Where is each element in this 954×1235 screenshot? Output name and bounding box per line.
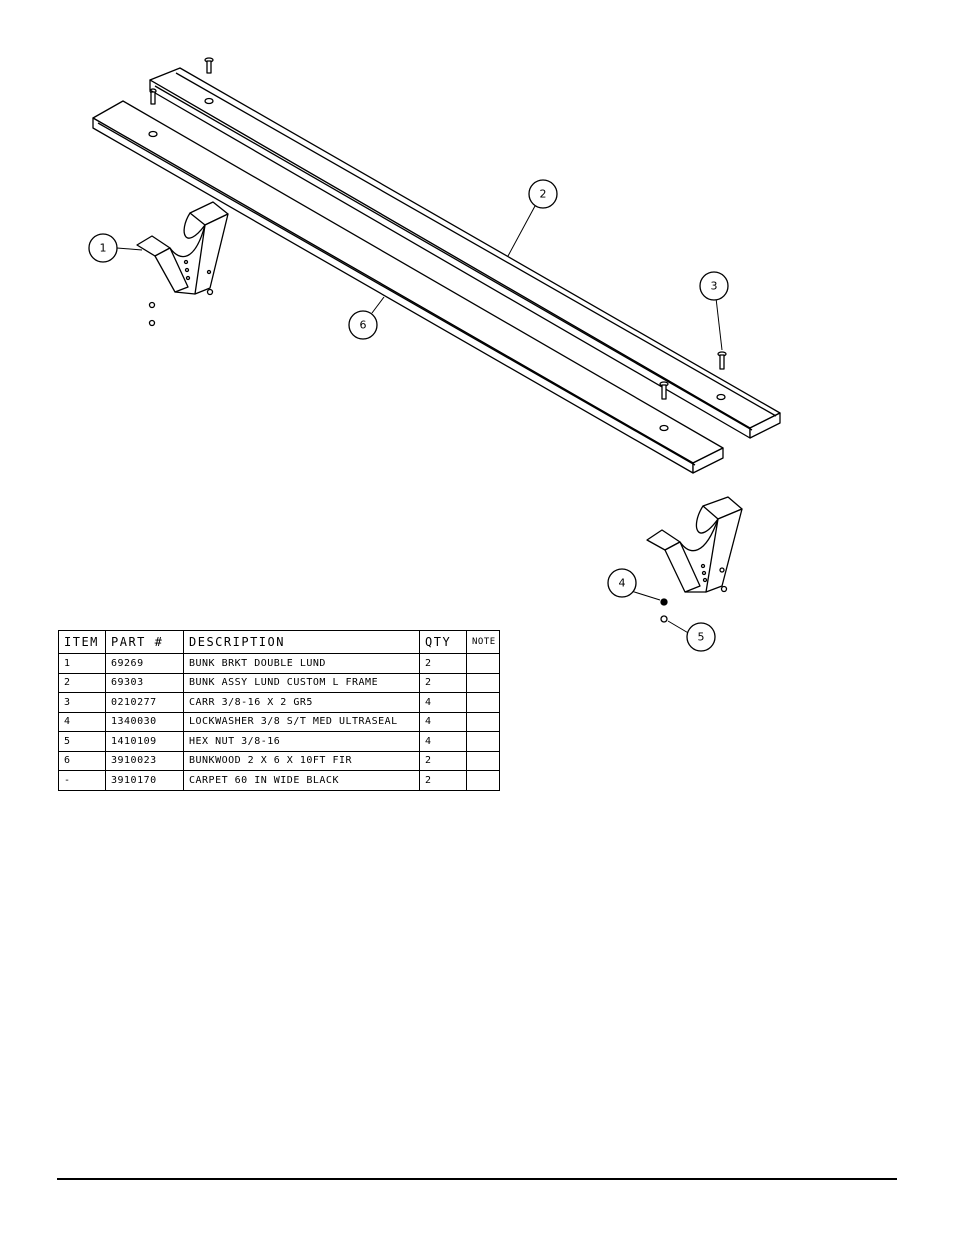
callout-label: 1 xyxy=(100,242,107,255)
cell-part: 69269 xyxy=(105,653,184,674)
lockwasher xyxy=(660,598,668,606)
cell-qty: 2 xyxy=(419,770,467,791)
cell-qty: 4 xyxy=(419,711,467,732)
table-row: - 3910170 CARPET 60 IN WIDE BLACK 2 xyxy=(58,770,500,791)
cell-part: 1410109 xyxy=(105,731,184,752)
carriage-bolt xyxy=(659,381,669,400)
cell-note xyxy=(466,653,500,674)
cell-note xyxy=(466,750,500,771)
table-header-row: ITEM PART # DESCRIPTION QTY NOTE xyxy=(58,630,500,654)
carriage-bolt xyxy=(717,351,727,370)
callout-label: 5 xyxy=(698,631,705,644)
callout-balloon xyxy=(88,233,118,263)
cell-qty: 2 xyxy=(419,750,467,771)
cell-note xyxy=(466,711,500,732)
cell-note xyxy=(466,672,500,693)
carriage-bolt xyxy=(204,57,214,74)
cell-qty: 2 xyxy=(419,653,467,674)
cell-description: LOCKWASHER 3/8 S/T MED ULTRASEAL xyxy=(183,711,420,732)
callout-label: 4 xyxy=(619,577,626,590)
cell-description: HEX NUT 3/8-16 xyxy=(183,731,420,752)
cell-item: 4 xyxy=(58,711,106,732)
cell-description: CARPET 60 IN WIDE BLACK xyxy=(183,770,420,791)
callout-balloon xyxy=(348,310,378,340)
cell-item: 6 xyxy=(58,750,106,771)
hex-nut xyxy=(660,615,668,623)
bunk-bracket-right xyxy=(646,496,743,593)
cell-description: BUNKWOOD 2 X 6 X 10FT FIR xyxy=(183,750,420,771)
column-header-qty: QTY xyxy=(419,630,467,654)
cell-item: - xyxy=(58,770,106,791)
cell-note xyxy=(466,692,500,713)
callout-balloon xyxy=(528,179,558,209)
table-row: 4 1340030 LOCKWASHER 3/8 S/T MED ULTRASE… xyxy=(58,711,500,732)
cell-item: 1 xyxy=(58,653,106,674)
callout-label: 2 xyxy=(540,188,547,201)
cell-item: 3 xyxy=(58,692,106,713)
cell-qty: 4 xyxy=(419,731,467,752)
cell-note xyxy=(466,731,500,752)
cell-description: BUNK BRKT DOUBLE LUND xyxy=(183,653,420,674)
cell-part: 0210277 xyxy=(105,692,184,713)
cell-description: BUNK ASSY LUND CUSTOM L FRAME xyxy=(183,672,420,693)
cell-part: 1340030 xyxy=(105,711,184,732)
table-row: 3 0210277 CARR 3/8-16 X 2 GR5 4 xyxy=(58,692,500,713)
column-header-part: PART # xyxy=(105,630,184,654)
callout-balloon xyxy=(699,271,729,301)
footer-rule xyxy=(57,1178,897,1180)
table-row: 2 69303 BUNK ASSY LUND CUSTOM L FRAME 2 xyxy=(58,672,500,693)
table-row: 6 3910023 BUNKWOOD 2 X 6 X 10FT FIR 2 xyxy=(58,750,500,771)
bunk-bracket-left xyxy=(136,201,229,327)
callout-balloon xyxy=(607,568,637,598)
callout-balloon xyxy=(686,622,716,652)
cell-qty: 2 xyxy=(419,672,467,693)
callout-label: 6 xyxy=(360,319,367,332)
bunkwood-front xyxy=(92,100,724,474)
column-header-description: DESCRIPTION xyxy=(183,630,420,654)
table-row: 5 1410109 HEX NUT 3/8-16 4 xyxy=(58,731,500,752)
cell-part: 69303 xyxy=(105,672,184,693)
cell-qty: 4 xyxy=(419,692,467,713)
cell-note xyxy=(466,770,500,791)
table-row: 1 69269 BUNK BRKT DOUBLE LUND 2 xyxy=(58,653,500,674)
carriage-bolt xyxy=(149,88,157,105)
column-header-item: ITEM xyxy=(58,630,106,654)
column-header-note: NOTE xyxy=(466,630,500,654)
bunk-assembly-rear xyxy=(149,67,781,439)
callout-label: 3 xyxy=(711,280,718,293)
cell-description: CARR 3/8-16 X 2 GR5 xyxy=(183,692,420,713)
cell-item: 2 xyxy=(58,672,106,693)
cell-item: 5 xyxy=(58,731,106,752)
cell-part: 3910170 xyxy=(105,770,184,791)
parts-list-table: ITEM PART # DESCRIPTION QTY NOTE 1 69269… xyxy=(58,630,500,791)
cell-part: 3910023 xyxy=(105,750,184,771)
